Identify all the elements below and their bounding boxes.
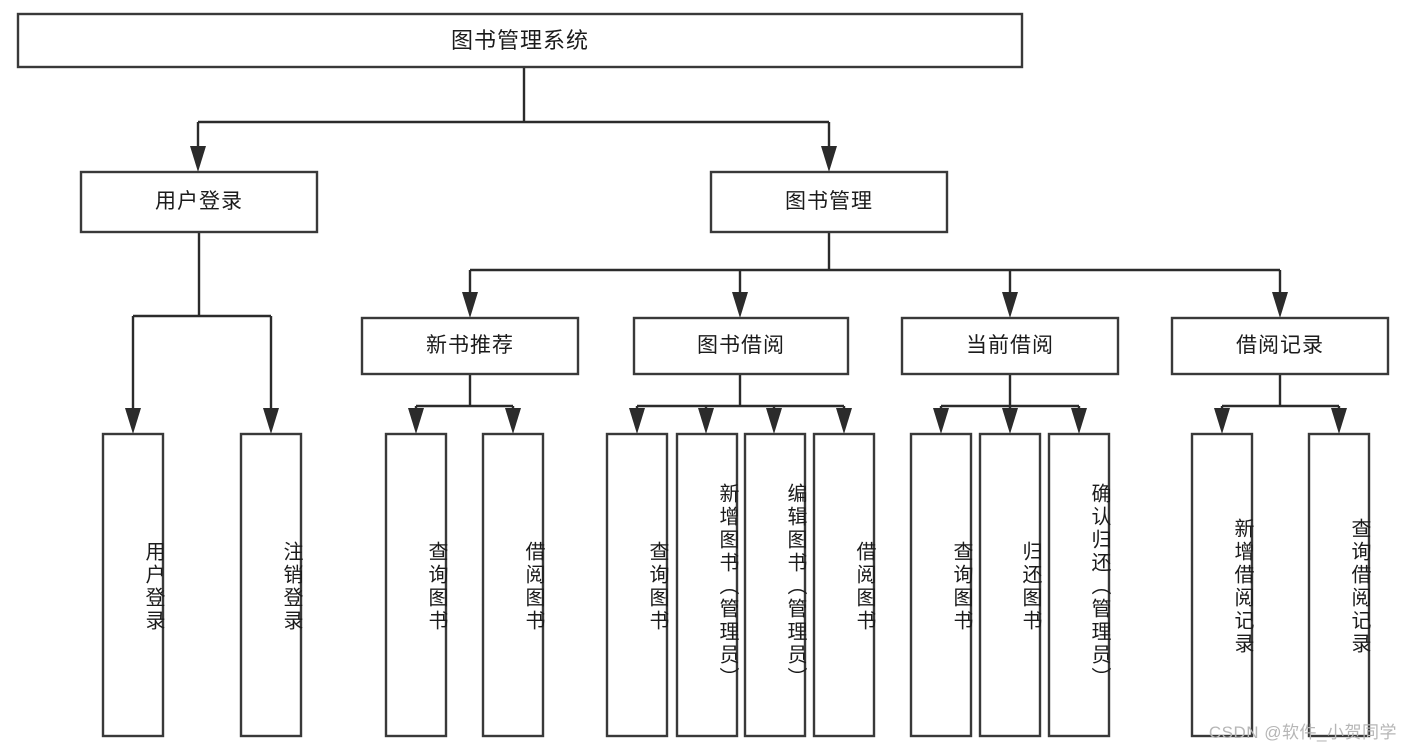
node-box-leaf-query-book-1[interactable] [384,432,448,738]
connector-group-borrow-record [1214,374,1347,434]
connector-group-book-manage [462,232,1288,318]
node-box-leaf-query-book-2[interactable] [605,432,669,738]
arrow-to-leaf-query-record [1331,408,1347,434]
arrow-to-leaf-edit-book [766,408,782,434]
arrow-to-leaf-query-book-1 [408,408,424,434]
node-box-leaf-user-logout[interactable] [239,432,303,738]
connector-group-user-login [125,232,279,434]
node-box-user-login[interactable] [79,170,319,234]
node-box-borrow-record[interactable] [1170,316,1390,376]
connector-group-book-borrow [629,374,852,434]
arrow-to-new-book-recommend [462,292,478,318]
node-box-leaf-edit-book[interactable] [743,432,807,738]
watermark-text: CSDN @软件_小贺同学 [1208,723,1397,742]
arrow-to-leaf-confirm-return [1071,408,1087,434]
connector-group-new-book-recommend [408,374,521,434]
arrow-to-book-borrow [732,292,748,318]
arrow-to-leaf-query-book-2 [629,408,645,434]
node-box-leaf-confirm-return[interactable] [1047,432,1111,738]
arrow-to-leaf-user-login [125,408,141,434]
node-box-current-borrow[interactable] [900,316,1120,376]
arrow-to-leaf-return-book [1002,408,1018,434]
connector-group-root [190,67,837,172]
arrow-to-leaf-query-book-3 [933,408,949,434]
node-box-leaf-query-book-3[interactable] [909,432,973,738]
arrow-to-leaf-add-record [1214,408,1230,434]
arrow-to-leaf-borrow-book-1 [505,408,521,434]
arrow-to-leaf-user-logout [263,408,279,434]
arrow-to-borrow-record [1272,292,1288,318]
connector-group-current-borrow [933,374,1087,434]
arrow-to-leaf-add-book [698,408,714,434]
node-box-leaf-return-book[interactable] [978,432,1042,738]
node-box-book-borrow[interactable] [632,316,850,376]
node-box-leaf-borrow-book-1[interactable] [481,432,545,738]
node-box-leaf-borrow-book-2[interactable] [812,432,876,738]
node-box-leaf-query-record[interactable] [1307,432,1371,738]
node-box-leaf-add-record[interactable] [1190,432,1254,738]
node-box-leaf-add-book[interactable] [675,432,739,738]
node-box-book-manage[interactable] [709,170,949,234]
node-box-leaf-user-login[interactable] [101,432,165,738]
arrow-to-current-borrow [1002,292,1018,318]
arrow-to-user-login [190,146,206,172]
arrow-to-book-manage [821,146,837,172]
node-box-root[interactable] [16,12,1024,69]
arrow-to-leaf-borrow-book-2 [836,408,852,434]
node-box-new-book-recommend[interactable] [360,316,580,376]
